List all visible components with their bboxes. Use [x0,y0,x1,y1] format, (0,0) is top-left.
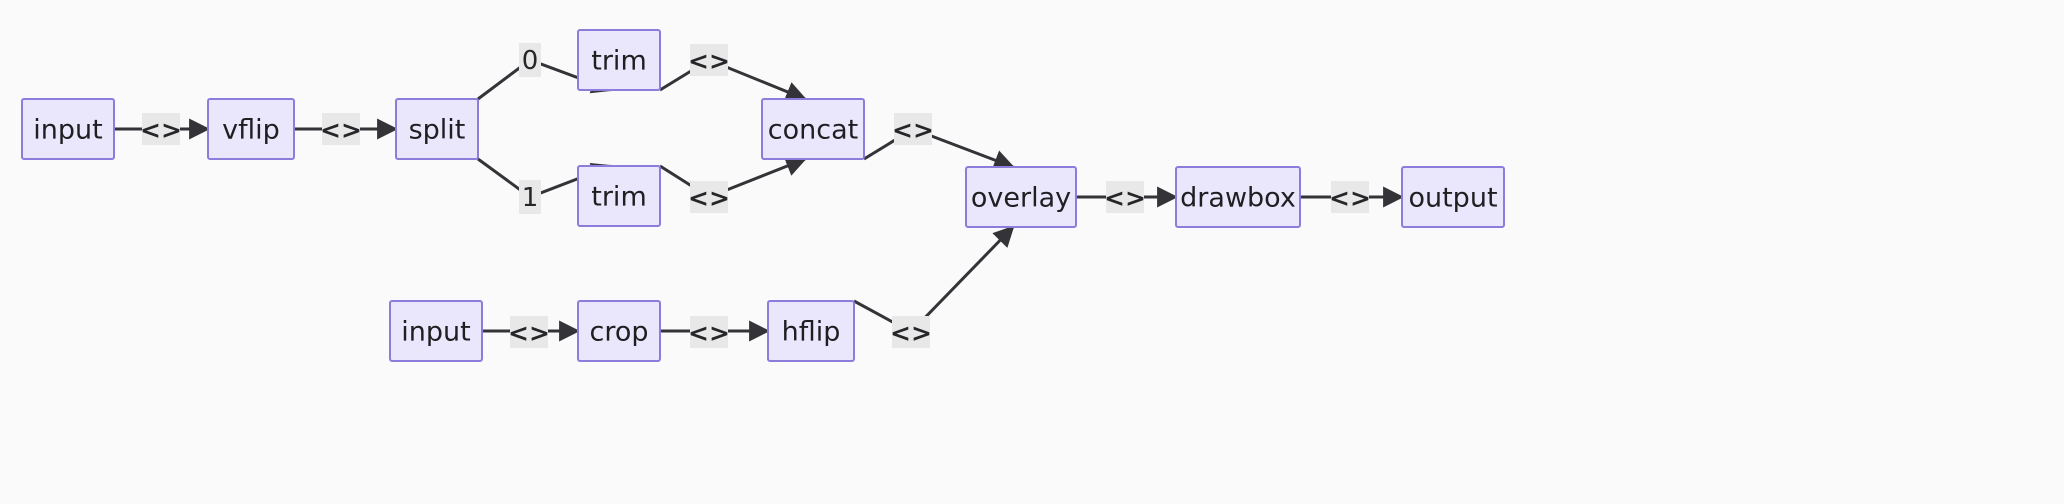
edge-label-chip [142,113,180,145]
node-label: split [409,115,466,146]
edge-concat-to-overlay [863,127,1015,171]
edge-label-text: <> [890,319,932,348]
node-box[interactable] [1175,166,1301,228]
edge-label-chip [510,316,548,348]
edge-label-text: <> [1329,184,1371,213]
edge-label-text: 0 [522,46,539,76]
edge-label-vflip-to-split: <> [320,113,362,145]
node-output[interactable]: output [1401,166,1505,228]
node-trim1[interactable]: trim [577,165,661,227]
edge-label-split-to-trim0: 0 [519,43,541,77]
edge-label-text: <> [688,47,730,76]
node-trim0[interactable]: trim [577,29,661,91]
edge-label-chip [690,44,728,76]
node-label: output [1408,183,1497,214]
node-label: input [401,317,470,348]
edge-label-text: <> [688,184,730,213]
node-box[interactable] [21,98,115,160]
edge-label-chip [519,180,541,214]
node-label: crop [589,317,648,348]
edge-label-chip [892,316,930,348]
node-box[interactable] [577,29,661,91]
node-vflip[interactable]: vflip [207,98,295,160]
node-label: input [33,115,102,146]
edge-label-input1-to-vflip: <> [140,113,182,145]
node-box[interactable] [395,98,479,160]
node-box[interactable] [577,165,661,227]
node-box[interactable] [389,300,483,362]
edge-label-text: <> [320,116,362,145]
edge-label-chip [690,316,728,348]
edge-label-crop-to-hflip: <> [688,316,730,348]
node-label: vflip [222,115,280,146]
node-box[interactable] [207,98,295,160]
edge-label-trim1-to-concat: <> [688,181,730,213]
node-input2[interactable]: input [389,300,483,362]
node-drawbox[interactable]: drawbox [1175,166,1301,228]
edge-label-chip [1106,181,1144,213]
node-label: drawbox [1180,183,1296,214]
edge-label-chip [1331,181,1369,213]
node-box[interactable] [767,300,855,362]
node-label: hflip [782,317,841,348]
node-box[interactable] [577,300,661,362]
node-split[interactable]: split [395,98,479,160]
edge-label-drawbox-to-output: <> [1329,181,1371,213]
node-label: trim [591,182,647,213]
edge-label-text: <> [508,319,550,348]
edge-label-text: <> [1104,184,1146,213]
edge-label-input2-to-crop: <> [508,316,550,348]
node-concat[interactable]: concat [761,98,865,160]
edge-label-split-to-trim1: 1 [519,180,541,214]
edge-label-hflip-to-overlay: <> [890,316,932,348]
edge-label-chip [519,43,541,77]
edge-label-concat-to-overlay: <> [892,113,934,145]
edge-label-chip [690,181,728,213]
edge-label-text: <> [892,116,934,145]
node-input1[interactable]: input [21,98,115,160]
node-label: trim [591,46,647,77]
edge-label-text: <> [688,319,730,348]
edge-trim1-to-concat [659,156,807,199]
node-box[interactable] [965,166,1077,228]
node-label: concat [768,115,858,146]
edge-label-chip [894,113,932,145]
node-layer: input vflip split trim trim concat overlay draw… [21,29,1505,362]
node-label: overlay [971,183,1071,214]
node-hflip[interactable]: hflip [767,300,855,362]
edge-label-text: <> [140,116,182,145]
node-box[interactable] [1401,166,1505,228]
node-box[interactable] [761,98,865,160]
node-overlay[interactable]: overlay [965,166,1077,228]
node-crop[interactable]: crop [577,300,661,362]
edge-label-layer: <> <> 0 1 <> <> <> <> <> <> <> <> [140,43,1371,348]
edge-label-text: 1 [522,183,539,213]
edge-label-chip [322,113,360,145]
edge-hflip-to-overlay [853,225,1015,334]
edge-label-trim0-to-concat: <> [688,44,730,76]
edge-trim0-to-concat [659,58,807,102]
edge-label-overlay-to-drawbox: <> [1104,181,1146,213]
